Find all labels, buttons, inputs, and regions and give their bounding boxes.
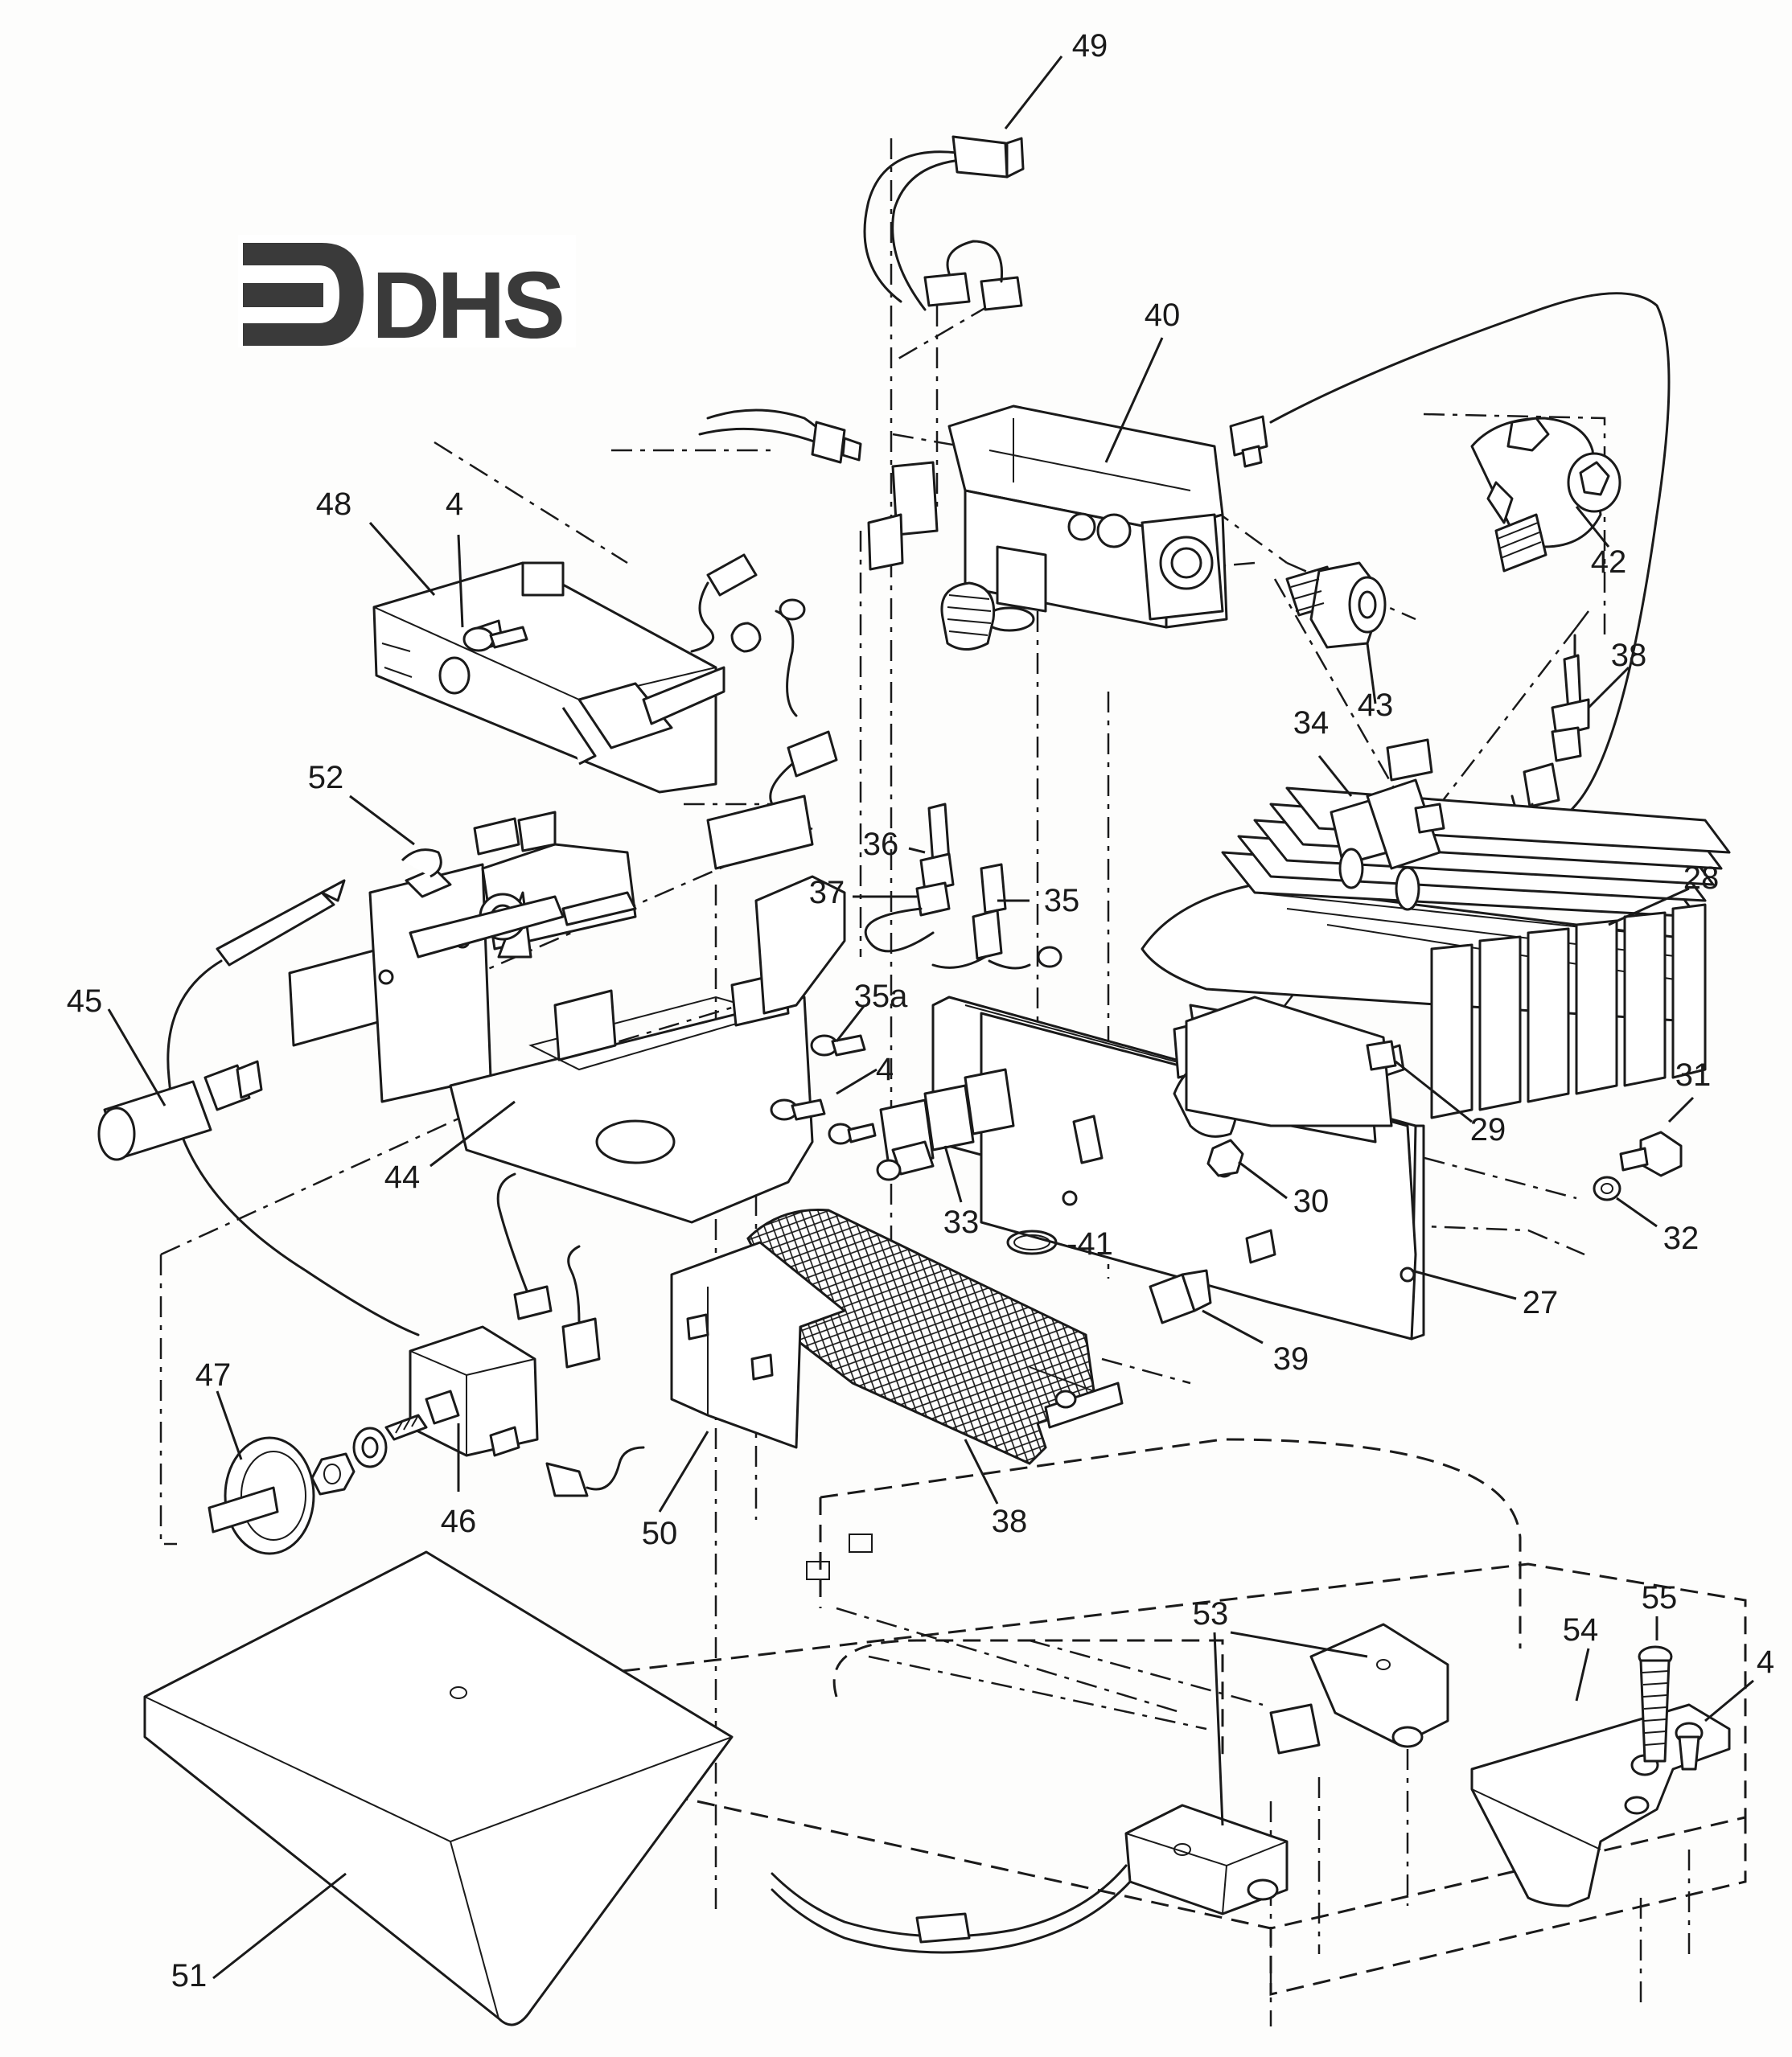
callout-leaders xyxy=(107,55,1754,1980)
callout-30: 30 xyxy=(1293,1184,1330,1219)
bracket-53 xyxy=(1269,1623,1449,1755)
callout-54: 54 xyxy=(1563,1612,1599,1648)
callout-29: 29 xyxy=(1470,1112,1506,1148)
pilot-assembly-34 xyxy=(1330,738,1445,911)
base-tray-outline xyxy=(594,1438,1747,1996)
callout-52: 52 xyxy=(308,760,344,795)
union-nut-43 xyxy=(1285,561,1387,649)
callout-32: 32 xyxy=(1663,1221,1700,1256)
callout-47: 47 xyxy=(195,1357,232,1393)
sensor-53 xyxy=(771,1804,1289,1954)
callout-43: 43 xyxy=(1358,688,1394,723)
callout-41: -41 xyxy=(1067,1226,1113,1262)
callout-48: 48 xyxy=(316,487,352,522)
wiring-harness-49 xyxy=(863,135,1025,311)
callout-38-bottom: 38 xyxy=(992,1504,1028,1539)
callout-42: 42 xyxy=(1591,544,1627,580)
chassis-44 xyxy=(288,794,846,1224)
bracket-52 xyxy=(401,811,637,926)
callout-4-mid: 4 xyxy=(876,1052,894,1087)
callout-40: 40 xyxy=(1145,298,1181,333)
logo-text: DHS xyxy=(372,253,562,359)
gas-pipe-top-left xyxy=(698,409,862,464)
burner-bracket-29 xyxy=(1185,996,1397,1177)
callout-45: 45 xyxy=(67,983,103,1019)
callout-31: 31 xyxy=(1675,1057,1712,1093)
plate-50 xyxy=(670,1241,846,1449)
screw-4-lower xyxy=(1675,1722,1704,1771)
o-ring-41 xyxy=(1006,1230,1058,1255)
screw-4-top xyxy=(462,626,528,652)
callout-labels: 49 40 42 43 38 48 4 52 34 28 36 37 35 35… xyxy=(67,28,1774,1993)
screws-mid xyxy=(770,946,1062,1145)
callout-36: 36 xyxy=(863,827,899,862)
callout-35a: 35a xyxy=(854,979,908,1014)
callout-55: 55 xyxy=(1642,1580,1678,1616)
cover-48 xyxy=(372,561,725,794)
side-cover-51 xyxy=(143,1550,734,2026)
callout-28: 28 xyxy=(1683,860,1720,896)
heat-shield-mesh-38 xyxy=(746,1208,1124,1465)
switch-46 xyxy=(310,1172,645,1497)
gas-valve-40 xyxy=(867,404,1228,651)
screw-55 xyxy=(1638,1645,1673,1763)
knob-47 xyxy=(208,1436,315,1555)
callout-50: 50 xyxy=(642,1516,678,1551)
screw-31-washer-32 xyxy=(1593,1131,1683,1201)
callout-34: 34 xyxy=(1293,705,1330,741)
callout-35: 35 xyxy=(1044,883,1080,918)
callout-44: 44 xyxy=(384,1160,421,1195)
callout-51: 51 xyxy=(171,1958,208,1993)
callout-33: 33 xyxy=(943,1205,980,1240)
bracket-33 xyxy=(876,1068,1015,1181)
gas-cock-42 xyxy=(1470,417,1621,573)
callout-53: 53 xyxy=(1193,1596,1229,1632)
callout-27: 27 xyxy=(1523,1285,1559,1320)
callout-4-bottom: 4 xyxy=(1757,1644,1774,1680)
callout-37: 37 xyxy=(809,875,845,910)
callout-49: 49 xyxy=(1072,28,1108,64)
thermocouple-45 xyxy=(97,879,420,1336)
callout-46: 46 xyxy=(441,1504,477,1539)
thermocouple-line-top xyxy=(1229,292,1671,831)
callout-4-top: 4 xyxy=(446,487,463,522)
electrodes-35-36 xyxy=(864,803,1031,970)
wire-leads-center xyxy=(690,553,838,806)
dhs-logo: DHS xyxy=(238,235,576,359)
thermocouple-38 xyxy=(1523,634,1590,862)
callout-39: 39 xyxy=(1273,1341,1309,1377)
callout-38-top: 38 xyxy=(1611,638,1647,673)
clip-39 xyxy=(1149,1229,1276,1324)
